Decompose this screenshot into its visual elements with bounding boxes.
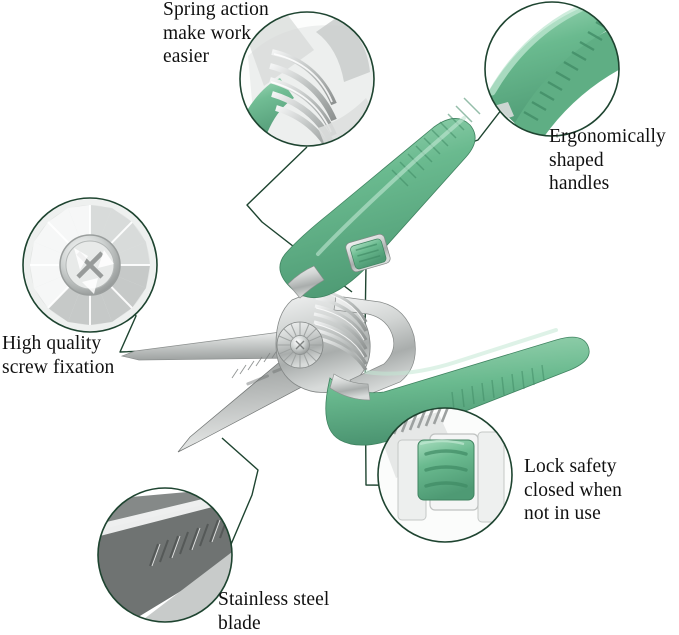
upper-handle-collar <box>287 265 325 299</box>
lower-handle-highlight <box>364 328 558 376</box>
coil-spring <box>313 288 368 371</box>
safety-lock-tab <box>345 233 391 273</box>
callout-label-screw: High quality screw fixation <box>2 333 115 378</box>
callout-label-spring: Spring action make work easier <box>163 0 269 67</box>
callout-circle-screw <box>22 197 158 333</box>
lower-handle <box>325 336 590 446</box>
upper-handle-highlight <box>316 116 466 256</box>
lower-handle-collar <box>329 373 371 401</box>
upper-handle <box>279 118 476 299</box>
pivot-screw <box>276 321 324 369</box>
callout-label-lock: Lock safety closed when not in use <box>524 456 623 524</box>
leader-blade <box>217 437 259 576</box>
callout-circle-spring <box>239 11 375 147</box>
lower-handle-ribs <box>451 364 545 411</box>
callout-label-blade: Stainless steel blade <box>218 589 330 634</box>
callout-circle-blade <box>97 487 233 623</box>
callout-circle-ergonomic <box>484 1 620 137</box>
callout-circle-lock <box>377 407 513 543</box>
pruning-shears <box>120 97 590 453</box>
callout-label-ergonomic: Ergonomically shaped handles <box>549 126 666 194</box>
